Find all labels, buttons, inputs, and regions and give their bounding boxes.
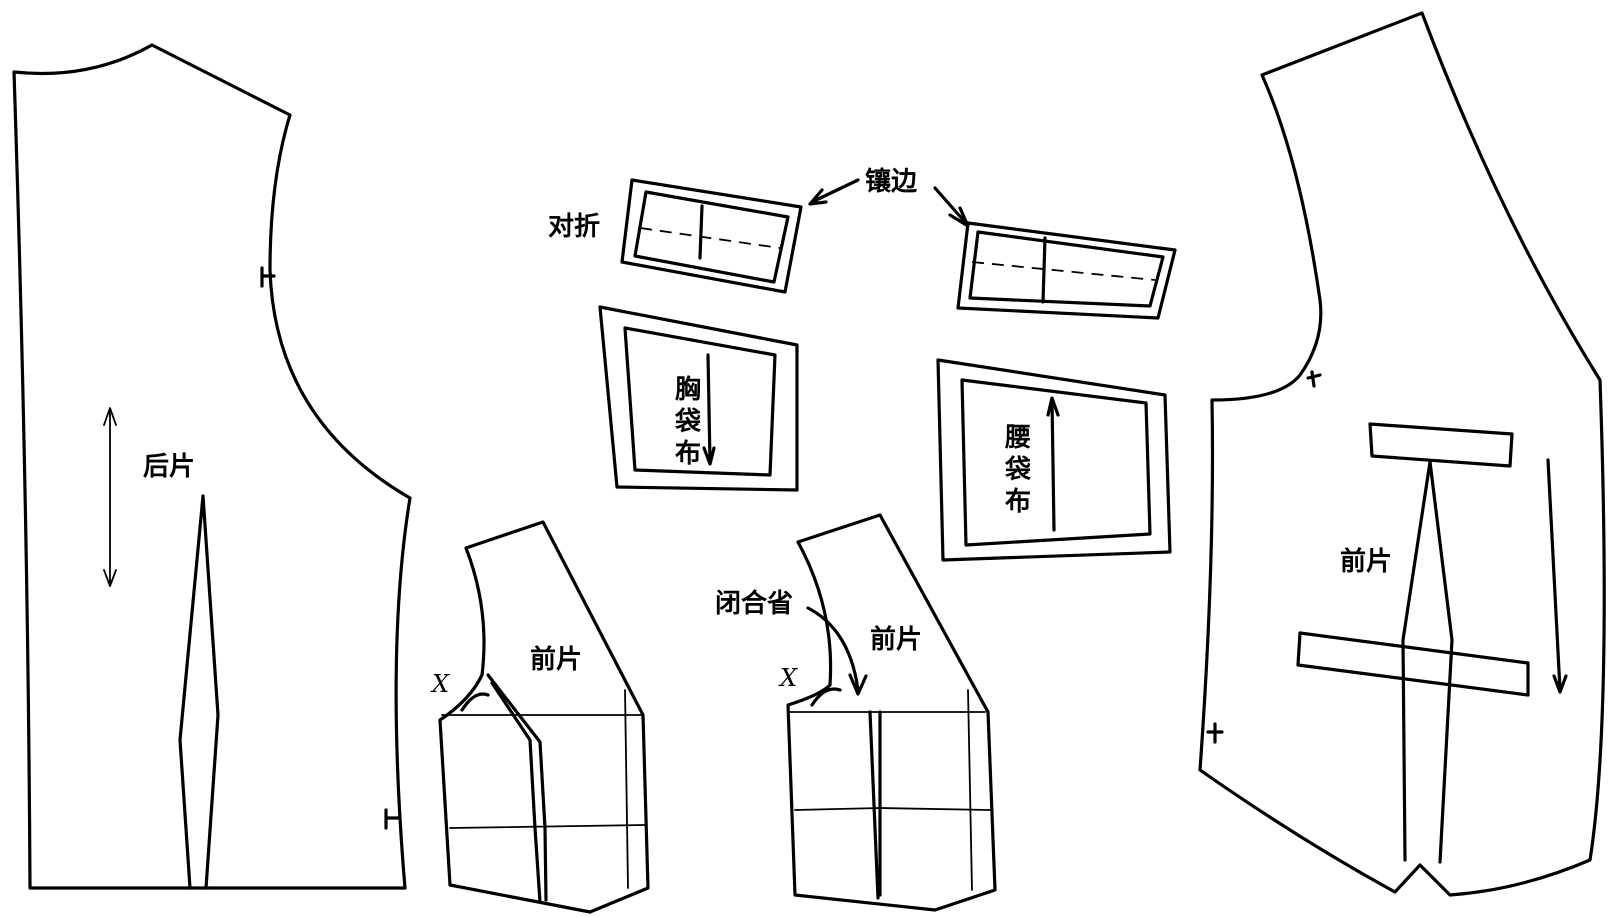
front-right-dart [1401,460,1454,864]
chest-pocket-lining: 胸 袋 布 [598,305,799,492]
front-closed-x-curve [810,687,842,707]
back-dart [178,494,220,890]
closed-dart-label: 闭合省 [715,588,793,619]
front-piece-open: X 前片 [430,520,650,914]
waist-pocket-char-2: 袋 [1004,455,1032,485]
back-piece-outline [12,43,412,890]
front-piece-label-1: 前片 [530,644,582,675]
closed-dart-arrow [806,606,868,696]
piping-right [956,221,1177,320]
front-right-hem-notch [1206,722,1224,744]
waist-pocket-grainline [1046,396,1060,532]
fold-label: 对折 [548,212,600,242]
back-piece-label: 后片 [143,452,195,482]
x-mark-left: X [430,670,450,698]
front-right-outline [1198,11,1606,897]
back-piece: 后片 [12,43,412,890]
piping-arrow-right [933,186,970,228]
fold-line-right [971,261,1156,281]
waist-pocket-char-1: 腰 [1004,423,1031,453]
chest-pocket-char-3: 布 [675,439,701,469]
back-armhole-notch [260,266,276,288]
x-mark-right: X [778,664,798,692]
chest-pocket-grainline [702,353,716,466]
chest-welt-rectangle [1368,422,1514,468]
front-closed-dart-line [868,710,882,900]
piping-right-grainline [1041,236,1047,304]
chest-pocket-char-1: 胸 [675,375,701,405]
waist-pocket-lining: 腰 袋 布 [936,358,1172,562]
chest-pocket-char-2: 袋 [674,407,702,437]
fold-line [639,227,781,249]
front-right-armhole-notch [1306,370,1322,388]
front-piece-label-2: 前片 [870,624,922,655]
front-piece-label-3: 前片 [1340,546,1392,577]
piping-left-grainline [698,204,704,260]
front-right-grainline [1546,458,1568,694]
piping-left [620,178,803,294]
front-open-x-curve [460,692,490,712]
waist-welt-rectangle [1296,631,1530,697]
back-side-notch [384,808,402,830]
back-grainline-arrow [103,407,117,587]
piping-label: 镶边 [865,166,918,197]
front-piece-closed-dart: X 前片 闭合省 [715,513,997,912]
piping-arrow-left [808,178,860,206]
front-open-dart [486,673,548,904]
front-piece-right: 前片 [1198,11,1606,897]
waist-pocket-char-3: 布 [1005,487,1031,517]
